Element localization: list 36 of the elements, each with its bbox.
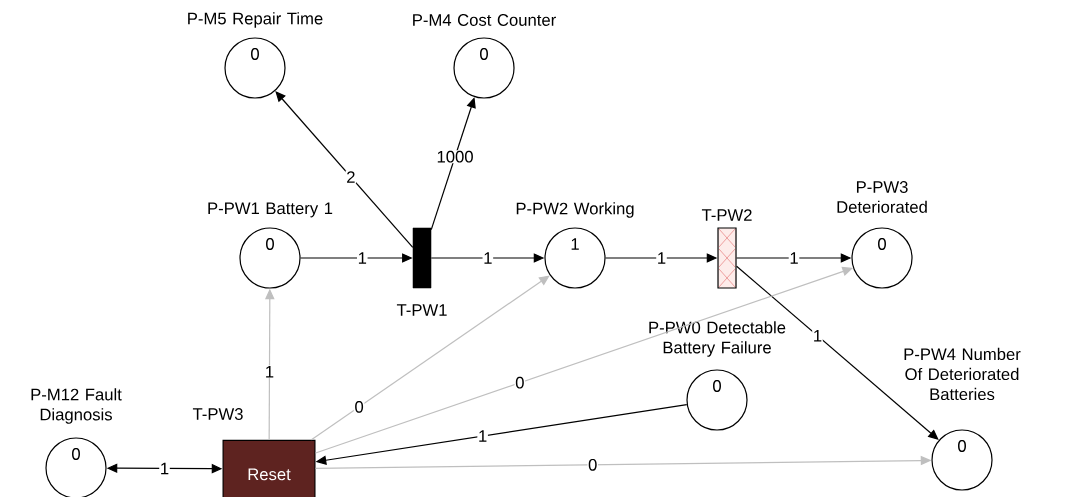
token-count: 0	[878, 238, 886, 250]
arrow	[275, 91, 414, 249]
place-label: P-M4 Cost Counter	[413, 14, 556, 26]
place-label: P-M5 Repair Time	[188, 12, 323, 28]
token-count: 0	[251, 48, 259, 60]
edge-label: 1	[358, 252, 367, 264]
edge-label: 0	[588, 458, 597, 471]
token-count: 0	[266, 238, 274, 250]
edge-label: 1	[161, 462, 169, 475]
reset-box: Reset	[222, 439, 316, 497]
edge-label: 1	[814, 330, 822, 342]
token-count: 0	[958, 440, 966, 452]
edge-label: 1000	[437, 150, 473, 163]
edge-label: 1	[479, 430, 487, 442]
place-label: P-PW0 Detectable Battery Failure	[649, 321, 786, 357]
place-label: T-PW3	[192, 408, 243, 420]
place-label: T-PW2	[701, 209, 752, 221]
arrow	[310, 275, 550, 441]
edge-label: 0	[515, 376, 524, 389]
place-label: P-PW1 Battery 1	[208, 202, 333, 218]
place-label: P-PW4 Number Of Deteriorated Batteries	[904, 347, 1021, 401]
edge-label: 1	[266, 366, 274, 378]
edge-label: 1	[484, 252, 492, 264]
edge-label: 1	[790, 252, 798, 264]
token-count: 0	[480, 48, 488, 60]
token-count: 0	[72, 448, 80, 460]
edge-label: 2	[347, 171, 355, 183]
token-count: 1	[571, 238, 579, 250]
place-label: P-PW2 Working	[516, 202, 634, 218]
place-label: P-PW3 Deteriorated	[837, 181, 927, 213]
place-label: P-M12 Fault Diagnosis	[31, 388, 122, 424]
arrow	[430, 97, 476, 231]
edge-label: 1	[658, 252, 666, 264]
edge-label: 0	[355, 400, 364, 413]
place-label: T-PW1	[396, 304, 447, 316]
token-count: 0	[713, 380, 721, 392]
